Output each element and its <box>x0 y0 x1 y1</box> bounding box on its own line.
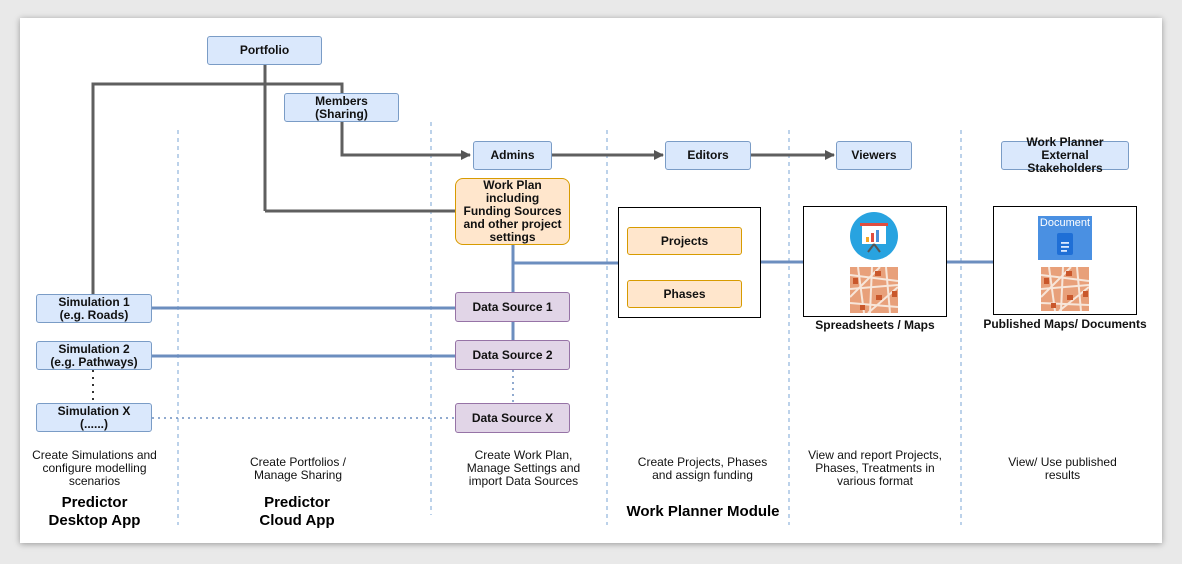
document-icon: Document <box>1038 216 1092 260</box>
viewers-node[interactable]: Viewers <box>836 141 912 170</box>
data-source-1-node[interactable]: Data Source 1 <box>455 292 570 322</box>
document-page-icon <box>1057 233 1073 255</box>
projects-description: Create Projects, Phases and assign fundi… <box>637 455 768 482</box>
flow-lines <box>91 65 835 296</box>
external-stakeholders-node[interactable]: Work Planner External Stakeholders <box>1001 136 1129 175</box>
map-thumbnail-icon <box>850 267 898 313</box>
simulation-2-node[interactable]: Simulation 2 (e.g. Pathways) <box>36 341 152 370</box>
viewers-description: View and report Projects, Phases, Treatm… <box>808 448 942 488</box>
column-separators <box>177 122 962 525</box>
data-source-x-dotted <box>152 370 514 419</box>
published-caption: Published Maps/ Documents <box>983 317 1147 331</box>
phases-node[interactable]: Phases <box>627 280 742 308</box>
cloud-app-title: Predictor Cloud App <box>259 494 335 529</box>
editors-node[interactable]: Editors <box>665 141 751 170</box>
data-source-x-node[interactable]: Data Source X <box>455 403 570 433</box>
simulation-x-node[interactable]: Simulation X (......) <box>36 403 152 432</box>
admins-node[interactable]: Admins <box>473 141 552 170</box>
external-description: View/ Use published results <box>1008 455 1117 482</box>
work-planner-title: Work Planner Module <box>626 503 780 520</box>
spreadsheets-maps-caption: Spreadsheets / Maps <box>815 318 935 332</box>
diagram-canvas <box>20 18 1162 543</box>
desktop-description: Create Simulations and configure modelli… <box>32 448 157 488</box>
data-lines <box>152 245 993 358</box>
portfolio-node[interactable]: Portfolio <box>207 36 322 65</box>
data-source-2-node[interactable]: Data Source 2 <box>455 340 570 370</box>
cloud-description: Create Portfolios / Manage Sharing <box>249 455 347 482</box>
projects-node[interactable]: Projects <box>627 227 742 255</box>
workplan-description: Create Work Plan, Manage Settings and im… <box>466 448 581 488</box>
desktop-app-title: Predictor Desktop App <box>48 494 141 529</box>
map-thumbnail-icon <box>1041 267 1089 311</box>
document-icon-label: Document <box>1039 217 1091 229</box>
presentation-chart-icon <box>850 212 898 260</box>
members-node[interactable]: Members (Sharing) <box>284 93 399 122</box>
simulation-1-node[interactable]: Simulation 1 (e.g. Roads) <box>36 294 152 323</box>
work-plan-node[interactable]: Work Plan including Funding Sources and … <box>455 178 570 245</box>
